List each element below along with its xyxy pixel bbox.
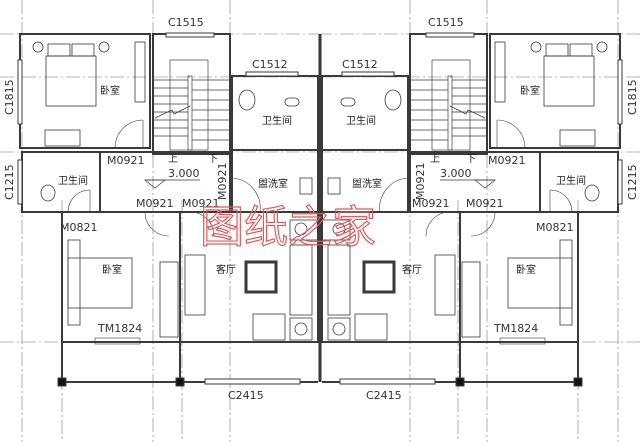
watermark: 图纸之家 — [200, 202, 376, 253]
stair-down-label: 下 — [466, 154, 476, 165]
window-label: C1515 — [428, 16, 464, 29]
level-label: 3.000 — [440, 167, 472, 180]
door-label: M0921 — [488, 154, 526, 167]
room-label-bedroom: 卧室 — [100, 84, 120, 97]
window-label: C2415 — [228, 389, 264, 402]
window-label: C1512 — [252, 58, 288, 71]
room-label-living: 客厅 — [402, 263, 422, 276]
room-label-bedroom: 卧室 — [520, 84, 540, 97]
window-label: C1815 — [3, 79, 16, 115]
door-label: M0921 — [466, 197, 504, 210]
room-label-bedroom: 卧室 — [102, 263, 122, 276]
room-label-bathroom: 卫生间 — [58, 174, 88, 187]
door-label: M0921 — [107, 154, 145, 167]
door-label: M0921 — [414, 163, 427, 201]
window-label: C1215 — [3, 164, 16, 200]
room-label-washroom: 盥洗室 — [352, 177, 382, 190]
door-label: M0821 — [60, 221, 98, 234]
stair-up-label: 上 — [168, 153, 178, 165]
room-label-bathroom: 卫生间 — [556, 174, 586, 187]
door-label: M0921 — [182, 197, 220, 210]
room-label-living: 客厅 — [216, 263, 236, 276]
window-label: C2415 — [366, 389, 402, 402]
window-label: C1515 — [168, 16, 204, 29]
right-unit-labels: C1515 C1815 C1512 卧室 卫生间 M0921 上 下 3.000… — [342, 16, 639, 402]
window-label: C1512 — [342, 58, 378, 71]
stair-down-label: 下 — [208, 154, 218, 165]
left-unit-labels: C1515 C1815 C1512 卧室 卫生间 M0921 上 下 3.000… — [3, 16, 292, 402]
door-label: TM1824 — [97, 322, 142, 335]
room-label-bathroom: 卫生间 — [262, 114, 292, 127]
door-label: TM1824 — [493, 322, 538, 335]
level-label: 3.000 — [168, 167, 200, 180]
door-label: M0921 — [412, 197, 450, 210]
room-label-washroom: 盥洗室 — [258, 177, 288, 190]
stair-up-label: 上 — [430, 153, 440, 165]
window-label: C1815 — [626, 79, 639, 115]
room-label-bedroom: 卧室 — [516, 263, 536, 276]
door-label: M0821 — [536, 221, 574, 234]
window-label: C1215 — [626, 164, 639, 200]
door-label: M0921 — [216, 163, 229, 201]
room-label-bathroom: 卫生间 — [346, 114, 376, 127]
door-label: M0921 — [136, 197, 174, 210]
